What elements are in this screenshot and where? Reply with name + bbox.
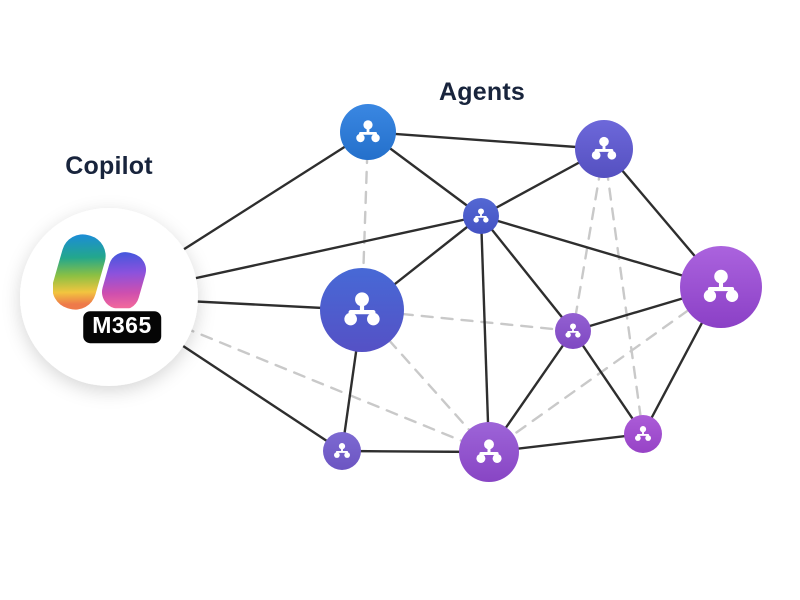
org-chart-icon (476, 439, 502, 463)
agents-label: Agents (439, 78, 525, 106)
node-agent-6 (555, 313, 591, 349)
copilot-ribbon-graphic (52, 234, 151, 315)
org-chart-icon (591, 136, 617, 160)
node-agent-9 (624, 415, 662, 453)
node-agent-7 (459, 422, 519, 482)
edge-agent-3-agent-7 (479, 215, 491, 453)
org-chart-icon (334, 443, 350, 458)
org-chart-icon (635, 426, 651, 441)
edge-agent-3-agent-6 (480, 215, 574, 332)
node-agent-4 (320, 268, 404, 352)
org-chart-icon (344, 292, 380, 326)
edge-agent-2-agent-6 (571, 147, 606, 333)
edge-agent-2-agent-9 (602, 147, 645, 436)
node-agent-2 (575, 120, 633, 178)
node-agent-3 (463, 198, 499, 234)
m365-badge: M365 (80, 308, 164, 346)
edge-agent-1-agent-2 (367, 130, 605, 151)
copilot-label: Copilot (65, 152, 153, 180)
org-chart-icon (473, 208, 489, 223)
org-chart-icon (703, 269, 739, 302)
copilot-logo (52, 233, 159, 317)
edge-agent-3-agent-5 (480, 214, 722, 289)
node-agent-8 (323, 432, 361, 470)
copilot-ribbon-left (52, 234, 106, 310)
edge-agent-5-agent-7 (487, 285, 723, 454)
edge-agent-6-agent-9 (572, 330, 644, 435)
org-chart-icon (356, 120, 380, 143)
edge-agent-4-agent-6 (360, 308, 575, 333)
node-agent-5 (680, 246, 762, 328)
org-chart-icon (565, 323, 581, 338)
node-agent-1 (340, 104, 396, 160)
